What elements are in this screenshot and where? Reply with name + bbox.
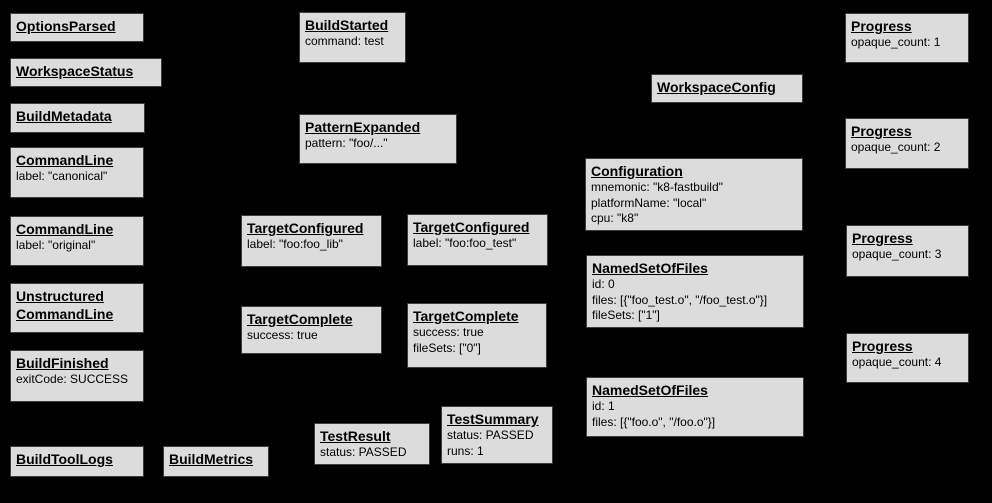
event-box-options-parsed: OptionsParsed xyxy=(10,13,144,42)
event-box-build-finished: BuildFinished exitCode: SUCCESS xyxy=(10,350,144,402)
event-title: PatternExpanded xyxy=(305,119,421,135)
event-field: label: "foo:foo_lib" xyxy=(247,237,343,251)
event-box-target-complete-lib: TargetComplete success: true xyxy=(241,306,382,354)
event-box-target-configured-test: TargetConfigured label: "foo:foo_test" xyxy=(407,214,548,266)
event-box-build-metadata: BuildMetadata xyxy=(10,103,145,133)
event-box-target-configured-lib: TargetConfigured label: "foo:foo_lib" xyxy=(241,215,382,267)
event-box-command-line-canonical: CommandLine label: "canonical" xyxy=(10,147,144,198)
event-title: TargetConfigured xyxy=(247,220,364,236)
event-box-workspace-config: WorkspaceConfig xyxy=(651,74,803,103)
event-title: BuildMetadata xyxy=(16,108,112,124)
event-title: TestSummary xyxy=(447,411,539,427)
event-field: command: test xyxy=(305,34,384,48)
event-title: TargetComplete xyxy=(413,308,519,324)
event-box-build-started: BuildStarted command: test xyxy=(299,12,406,63)
event-box-build-tool-logs: BuildToolLogs xyxy=(10,446,144,477)
event-field: success: true xyxy=(247,328,318,342)
event-title: TargetComplete xyxy=(247,311,353,327)
event-title: WorkspaceConfig xyxy=(657,79,776,95)
event-field: status: PASSED xyxy=(320,445,407,459)
event-box-test-summary: TestSummary status: PASSED runs: 1 xyxy=(441,406,553,464)
event-box-command-line-original: CommandLine label: "original" xyxy=(10,216,144,266)
event-title: Unstructured xyxy=(16,288,104,304)
event-box-named-set-of-files-1: NamedSetOfFiles id: 1 files: [{"foo.o", … xyxy=(586,377,804,437)
event-box-unstructured-command-line: Unstructured CommandLine xyxy=(10,283,144,333)
event-field: mnemonic: "k8-fastbuild" xyxy=(591,180,723,194)
event-field: status: PASSED xyxy=(447,428,534,442)
event-field: success: true xyxy=(413,325,484,339)
event-title: BuildStarted xyxy=(305,17,389,33)
event-box-build-metrics: BuildMetrics xyxy=(163,446,269,477)
event-field: id: 1 xyxy=(592,399,615,413)
event-field: runs: 1 xyxy=(447,443,484,458)
event-field: exitCode: SUCCESS xyxy=(16,372,129,386)
event-box-progress-2: Progress opaque_count: 2 xyxy=(845,118,969,169)
event-field: opaque_count: 2 xyxy=(851,140,941,154)
event-box-target-complete-test: TargetComplete success: true fileSets: [… xyxy=(407,303,547,368)
event-field: files: [{"foo_test.o", "/foo_test.o"}] xyxy=(592,292,768,307)
event-box-named-set-of-files-0: NamedSetOfFiles id: 0 files: [{"foo_test… xyxy=(586,255,804,328)
event-title: NamedSetOfFiles xyxy=(592,260,708,276)
event-field: fileSets: ["0"] xyxy=(413,340,481,355)
event-field: platformName: "local" xyxy=(591,195,707,210)
event-box-progress-3: Progress opaque_count: 3 xyxy=(846,225,969,277)
event-field: label: "foo:foo_test" xyxy=(413,236,517,250)
event-title: WorkspaceStatus xyxy=(16,63,134,79)
event-field: fileSets: ["1"] xyxy=(592,308,660,322)
event-title: CommandLine xyxy=(16,152,114,168)
event-title: TargetConfigured xyxy=(413,219,530,235)
event-field: label: "canonical" xyxy=(16,169,108,183)
event-field: id: 0 xyxy=(592,277,615,291)
event-title: BuildFinished xyxy=(16,355,109,371)
event-box-pattern-expanded: PatternExpanded pattern: "foo/..." xyxy=(299,114,457,164)
event-title: Configuration xyxy=(591,163,683,179)
event-box-test-result: TestResult status: PASSED xyxy=(314,423,430,465)
event-field: opaque_count: 3 xyxy=(852,247,942,261)
event-field: label: "original" xyxy=(16,238,96,252)
event-title: CommandLine xyxy=(16,221,114,237)
event-field: files: [{"foo.o", "/foo.o"}] xyxy=(592,414,716,429)
event-title: CommandLine xyxy=(16,306,114,322)
event-field: opaque_count: 1 xyxy=(851,35,941,49)
event-title: Progress xyxy=(851,123,912,139)
event-title: NamedSetOfFiles xyxy=(592,382,708,398)
event-box-progress-4: Progress opaque_count: 4 xyxy=(846,333,969,383)
event-title: OptionsParsed xyxy=(16,18,116,34)
event-title: BuildMetrics xyxy=(169,451,254,467)
event-box-progress-1: Progress opaque_count: 1 xyxy=(845,13,969,63)
event-box-configuration: Configuration mnemonic: "k8-fastbuild" p… xyxy=(585,158,803,231)
event-title: BuildToolLogs xyxy=(16,451,113,467)
event-field: cpu: "k8" xyxy=(591,211,639,225)
event-title: Progress xyxy=(852,230,913,246)
event-title: Progress xyxy=(852,338,913,354)
event-box-workspace-status: WorkspaceStatus xyxy=(10,58,162,87)
event-title: Progress xyxy=(851,18,912,34)
event-field: opaque_count: 4 xyxy=(852,355,942,369)
event-field: pattern: "foo/..." xyxy=(305,136,388,150)
event-title: TestResult xyxy=(320,428,391,444)
